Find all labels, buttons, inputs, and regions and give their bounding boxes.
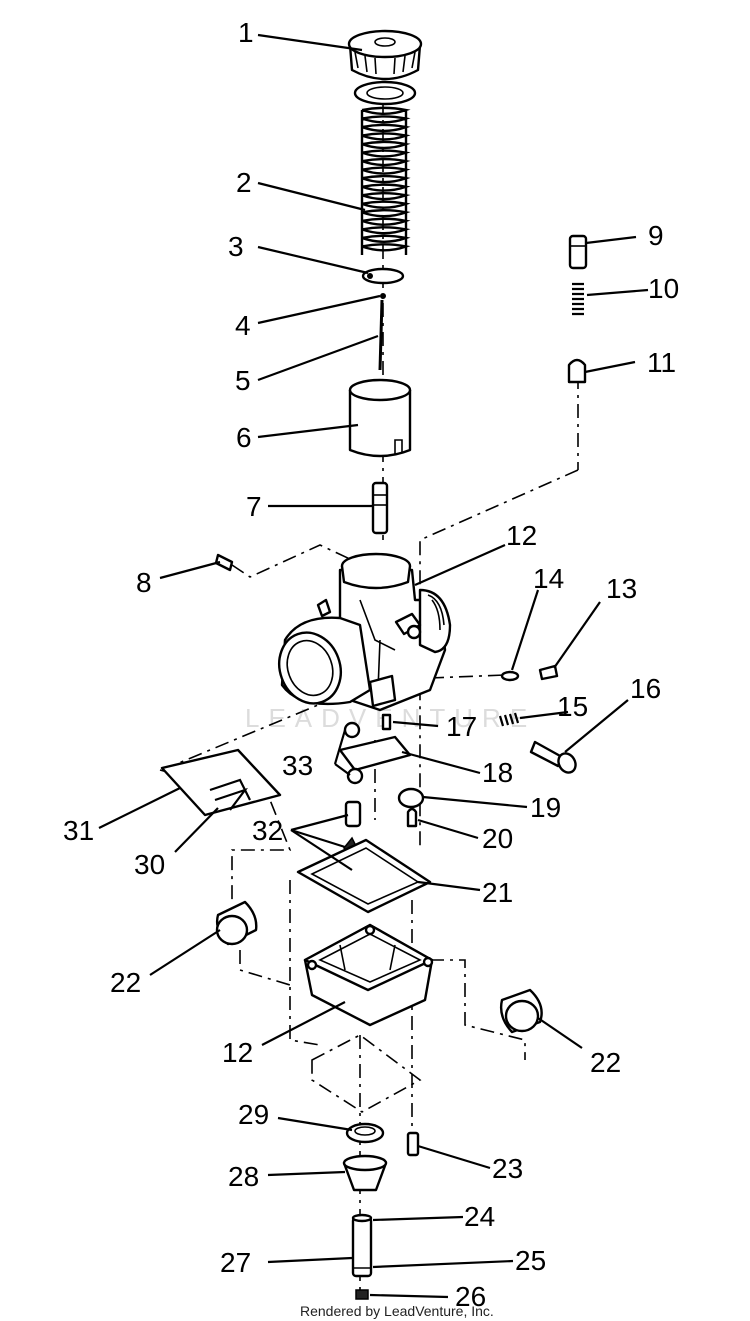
cap xyxy=(347,29,423,106)
callout-17: 17 xyxy=(446,711,477,742)
callout-12-bottom: 12 xyxy=(222,1037,253,1068)
spring-seat xyxy=(361,267,405,299)
pilot-pin xyxy=(214,553,234,572)
callout-5: 5 xyxy=(235,365,251,396)
callout-10: 10 xyxy=(648,273,679,304)
carburetor-body xyxy=(278,552,452,712)
callout-33: 33 xyxy=(282,750,313,781)
float-bowl xyxy=(303,923,434,1027)
callout-28: 28 xyxy=(228,1161,259,1192)
callout-2: 2 xyxy=(236,167,252,198)
gasket xyxy=(296,838,432,914)
callout-32: 32 xyxy=(252,815,283,846)
throttle-valve xyxy=(348,378,412,458)
callout-labels: 1 2 3 4 5 6 7 8 9 10 11 12 13 14 15 16 1… xyxy=(63,17,679,1312)
callout-26: 26 xyxy=(455,1281,486,1312)
callout-3: 3 xyxy=(228,231,244,262)
callout-25: 25 xyxy=(515,1245,546,1276)
callout-23: 23 xyxy=(492,1153,523,1184)
callout-20: 20 xyxy=(482,823,513,854)
callout-16: 16 xyxy=(630,673,661,704)
spring xyxy=(360,106,411,255)
callout-22-right: 22 xyxy=(590,1047,621,1078)
callout-1: 1 xyxy=(238,17,254,48)
leader-lines xyxy=(98,33,649,1299)
callout-11: 11 xyxy=(647,347,676,378)
bowl-screw xyxy=(406,1131,420,1157)
callout-21: 21 xyxy=(482,877,513,908)
float-arm xyxy=(160,748,282,817)
jet-needle xyxy=(378,299,384,371)
callout-8: 8 xyxy=(136,567,152,598)
callout-7: 7 xyxy=(246,491,262,522)
callout-19: 19 xyxy=(530,792,561,823)
callout-9: 9 xyxy=(648,220,664,251)
callout-6: 6 xyxy=(236,422,252,453)
callout-18: 18 xyxy=(482,757,513,788)
callout-24: 24 xyxy=(464,1201,495,1232)
drain-assembly xyxy=(342,1122,388,1300)
callout-13: 13 xyxy=(606,573,637,604)
pilot-jet xyxy=(397,787,425,828)
callout-30: 30 xyxy=(134,849,165,880)
callout-4: 4 xyxy=(235,310,251,341)
float-left xyxy=(215,900,258,946)
footer-credit: Rendered by LeadVenture, Inc. xyxy=(300,1303,494,1319)
float-right xyxy=(499,988,543,1034)
callout-29: 29 xyxy=(238,1099,269,1130)
adjuster-assembly xyxy=(567,234,588,384)
side-screws xyxy=(498,664,577,774)
callout-22-left: 22 xyxy=(110,967,141,998)
callout-31: 31 xyxy=(63,815,94,846)
callout-15: 15 xyxy=(557,691,588,722)
callout-14: 14 xyxy=(533,563,564,594)
callout-12-top: 12 xyxy=(506,520,537,551)
callout-27: 27 xyxy=(220,1247,251,1278)
needle-jet xyxy=(371,481,389,535)
